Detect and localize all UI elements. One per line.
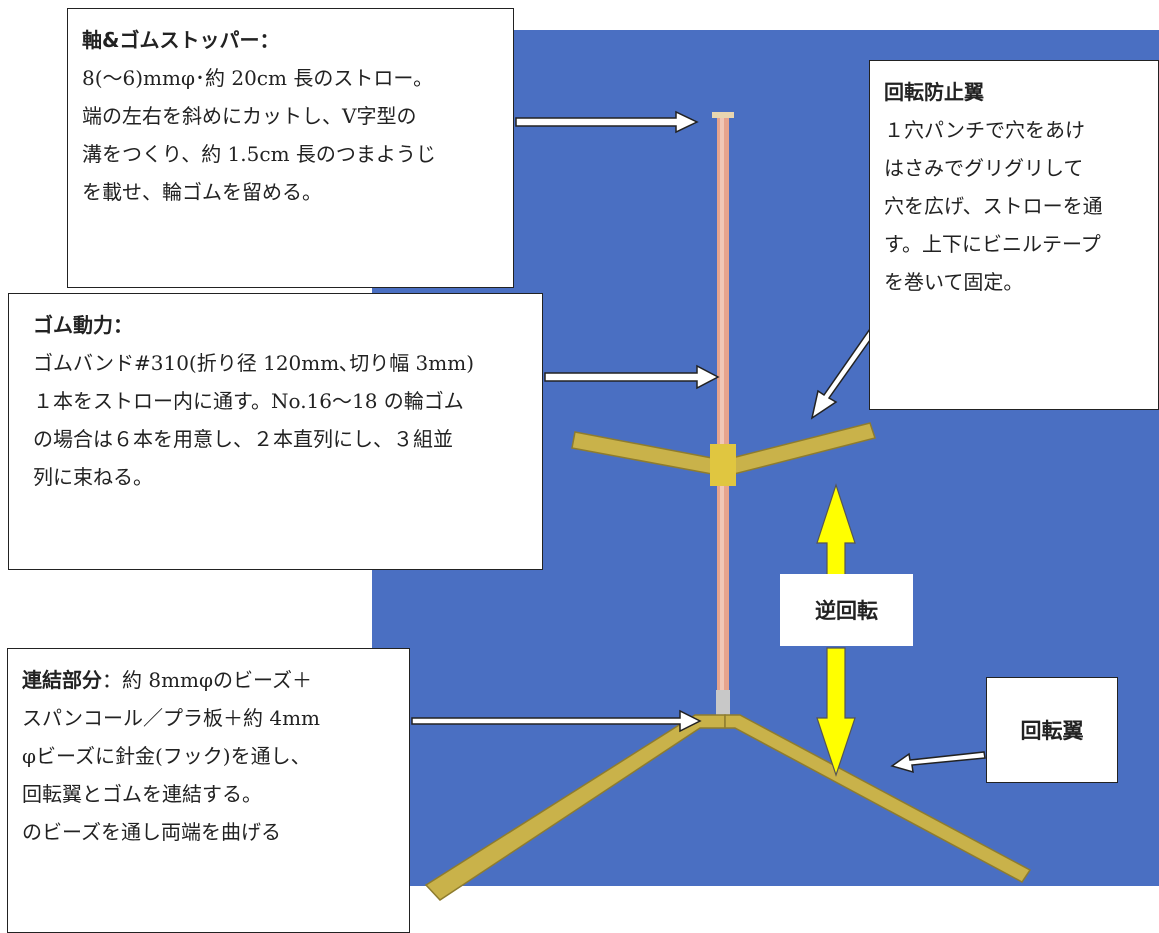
- axis-stopper-line: 溝をつくり、約 1.5cm 長のつまようじ: [82, 142, 436, 166]
- anti-rotation-wing-line: す。上下にビニルテープ: [884, 232, 1101, 256]
- anti-rotation-wing-line: はさみでグリグリして: [884, 156, 1084, 180]
- rotor-wing-label-box: 回転翼: [986, 677, 1118, 783]
- joint-title-suffix: ：約 8mmφのビーズ＋: [102, 668, 313, 692]
- axis-stopper-line: 8(～6)mmφ･約 20cm 長のストロー。: [82, 66, 434, 90]
- reverse-rotation-label: 逆回転: [815, 599, 878, 623]
- axis-stopper-line: を載せ、輪ゴムを留める。: [82, 180, 322, 204]
- joint-title: 連結部分: [22, 668, 102, 692]
- axis-stopper-callout: 軸&ゴムストッパー： 8(～6)mmφ･約 20cm 長のストロー。 端の左右を…: [67, 8, 514, 288]
- anti-rotation-wing-line: 穴を広げ、ストローを通: [884, 194, 1103, 218]
- rubber-power-line: の場合は６本を用意し、２本直列にし、３組並: [33, 427, 453, 451]
- bead-joint: [716, 690, 730, 716]
- rotor-blade-right: [724, 714, 1032, 883]
- anti-rotation-wing-line: を巻いて固定。: [884, 270, 1024, 294]
- rubber-power-line: ゴムバンド#310(折り径 120mm､切り幅 3mm): [33, 351, 475, 375]
- rubber-power-line: 列に束ねる。: [33, 465, 153, 489]
- reverse-rotation-label-box: 逆回転: [780, 574, 913, 646]
- vinyl-tape: [710, 444, 736, 486]
- axis-stopper-title: 軸&ゴムストッパー：: [82, 28, 280, 52]
- joint-first-line: 連結部分：約 8mmφのビーズ＋: [22, 661, 395, 699]
- rubber-power-line: １本をストロー内に通す。No.16～18 の輪ゴム: [33, 389, 464, 413]
- straw-highlight: [720, 118, 724, 708]
- arrow-to-rotor: [890, 751, 986, 774]
- arrow-to-straw-middle: [544, 364, 720, 390]
- toothpick: [712, 112, 734, 118]
- joint-line: φビーズに針金(フック)を通し、: [22, 744, 311, 768]
- joint-line: スパンコール／プラ板＋約 4mm: [22, 706, 321, 730]
- anti-rotation-wing-left: [571, 431, 713, 475]
- axis-stopper-line: 端の左右を斜めにカットし、V字型の: [82, 104, 417, 128]
- anti-rotation-wing-right: [731, 422, 876, 475]
- joint-callout: 連結部分：約 8mmφのビーズ＋ スパンコール／プラ板＋約 4mm φビーズに針…: [7, 648, 410, 933]
- reverse-arrow-down: [816, 647, 856, 777]
- rubber-power-title: ゴム動力：: [33, 313, 133, 337]
- anti-rotation-wing-title: 回転防止翼: [884, 80, 984, 104]
- rotor-wing-label: 回転翼: [1020, 719, 1084, 743]
- joint-line: のビーズを通し両端を曲げる: [22, 820, 281, 844]
- anti-rotation-wing-line: １穴パンチで穴をあけ: [884, 118, 1085, 142]
- rotor-blade-left: [424, 714, 726, 901]
- arrow-to-anti-wing: [810, 327, 877, 420]
- arrow-to-straw-top: [515, 110, 699, 134]
- rubber-power-callout: ゴム動力： ゴムバンド#310(折り径 120mm､切り幅 3mm) １本をスト…: [8, 293, 543, 570]
- reverse-arrow-up: [816, 483, 856, 579]
- joint-line: 回転翼とゴムを連結する。: [22, 782, 262, 806]
- arrow-to-joint: [411, 709, 702, 733]
- anti-rotation-wing-callout: 回転防止翼 １穴パンチで穴をあけ はさみでグリグリして 穴を広げ、ストローを通 …: [869, 60, 1159, 410]
